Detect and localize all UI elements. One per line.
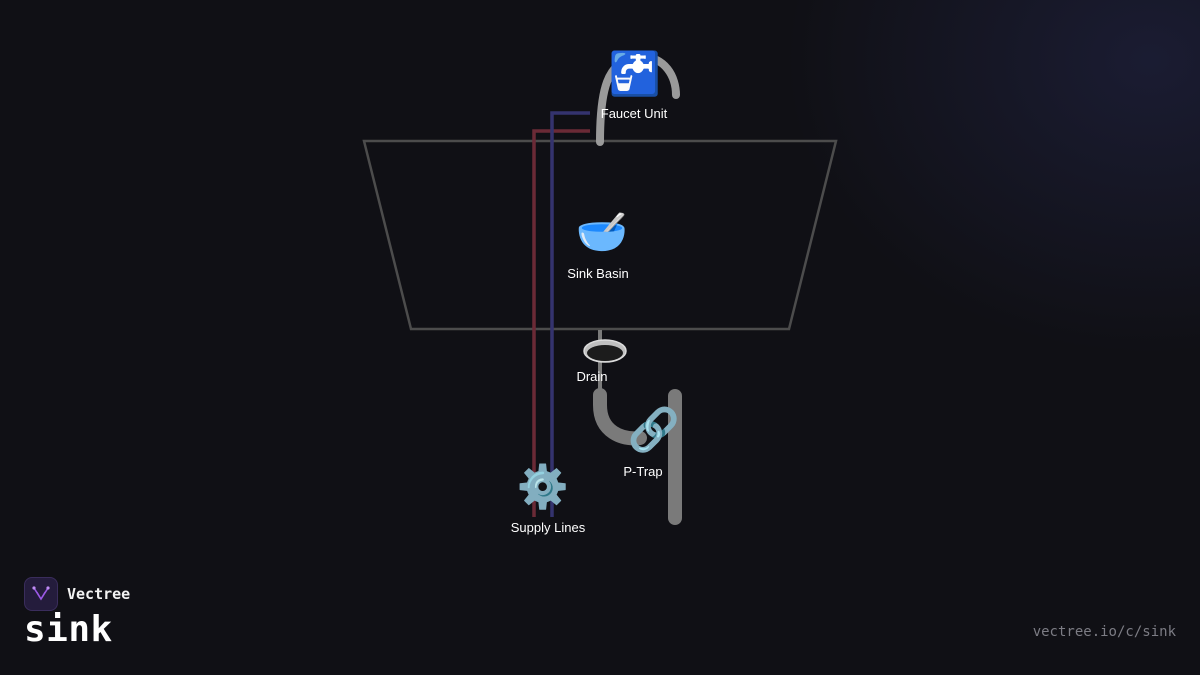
- cold-supply-line: [550, 111, 590, 517]
- gear-icon: ⚙️: [517, 462, 569, 511]
- brand-name: Vectree: [67, 585, 131, 603]
- sink-basin-outline: [362, 139, 838, 331]
- hot-supply-line: [532, 129, 590, 517]
- sink-basin-label: Sink Basin: [567, 266, 628, 281]
- faucet-spout: [596, 52, 680, 146]
- supply-lines-label: Supply Lines: [511, 520, 586, 535]
- link-icon: 🔗: [628, 404, 680, 455]
- potable-water-icon: 🚰: [609, 49, 661, 98]
- bowl-with-spoon-icon: 🥣: [576, 208, 628, 255]
- brand-header: Vectree: [24, 577, 130, 611]
- page-title: sink: [24, 609, 113, 650]
- page-url-link[interactable]: vectree.io/c/sink: [1032, 624, 1176, 640]
- vectree-logo-icon: [24, 577, 58, 611]
- faucet-unit-label: Faucet Unit: [601, 106, 668, 121]
- p-trap-label: P-Trap: [623, 464, 662, 479]
- drain-hole-icon: [583, 339, 627, 363]
- drain-label: Drain: [576, 369, 607, 384]
- p-trap-pipe: [593, 388, 647, 446]
